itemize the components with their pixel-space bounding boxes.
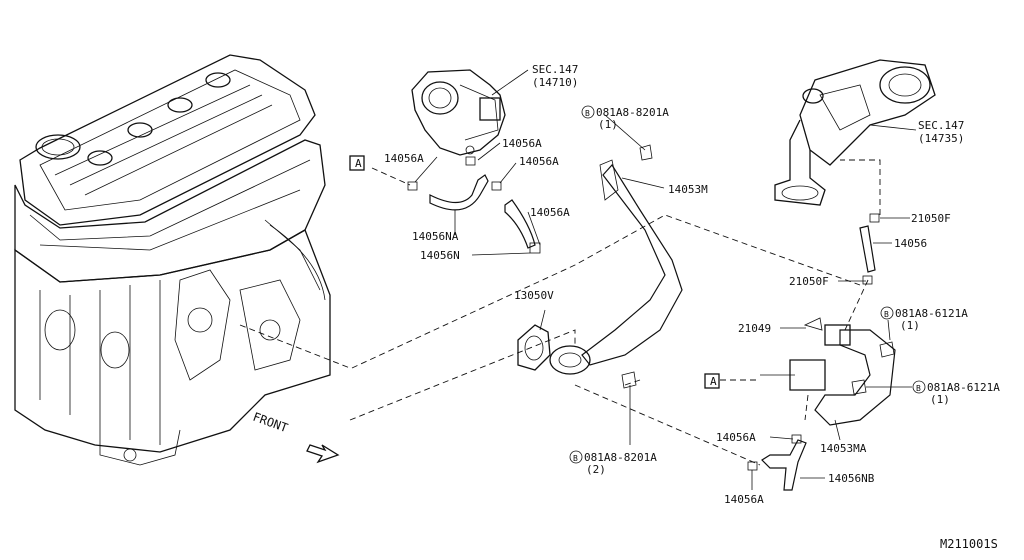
- bolt-prefix: B: [916, 384, 921, 393]
- label-14056a: 14056A: [724, 493, 764, 506]
- label-front: FRONT: [251, 410, 290, 436]
- clamps: [407, 144, 895, 471]
- label-14056a: 14056A: [519, 155, 559, 168]
- bolt-prefix: B: [884, 310, 889, 319]
- label-14056: 14056: [894, 237, 927, 250]
- label-21050f: 21050F: [911, 212, 951, 225]
- label-bolt-right1-qty: (1): [900, 319, 920, 332]
- label-ref-a: A: [710, 375, 717, 388]
- bolt-b-icon: [912, 380, 926, 394]
- ref-box-a-top: [349, 155, 365, 171]
- gasket-13050v: [517, 324, 551, 371]
- leader-lines: [414, 69, 917, 490]
- label-13050v: 13050V: [514, 289, 554, 302]
- label-21049: 21049: [738, 322, 771, 335]
- bolt-b-icon: [581, 105, 595, 119]
- egr-valve-illustration: [774, 59, 936, 206]
- label-ref-a: A: [355, 157, 362, 170]
- label-bolt-right2-qty: (1): [930, 393, 950, 406]
- label-14056n: 14056N: [420, 249, 460, 262]
- bolt-b-icon: [880, 306, 894, 320]
- label-bolt-bottom-code: 081A8-8201A: [584, 451, 657, 464]
- hose-14056n: [504, 199, 541, 254]
- hose-14056na: [429, 174, 489, 211]
- label-14053m: 14053M: [668, 183, 708, 196]
- label-sec147-top-sub: (14710): [532, 76, 578, 89]
- label-14056a: 14056A: [502, 137, 542, 150]
- label-21050f: 21050F: [789, 275, 829, 288]
- part-labels: SEC.147 (14710) B 081A8-8201A (1) 14056A…: [251, 63, 1000, 551]
- label-bolt-top-qty: (1): [598, 118, 618, 131]
- hose-14056nb: [761, 439, 807, 491]
- label-14056a: 14056A: [530, 206, 570, 219]
- throttle-body-illustration: [411, 69, 506, 156]
- label-bolt-right2-code: 081A8-6121A: [927, 381, 1000, 394]
- water-pipe-14053m: [549, 159, 683, 375]
- label-sec147-top: SEC.147: [532, 63, 578, 76]
- engine-block-illustration: [14, 54, 331, 466]
- label-bolt-bottom-qty: (2): [586, 463, 606, 476]
- label-14056a: 14056A: [716, 431, 756, 444]
- label-sec147-right-sub: (14735): [918, 132, 964, 145]
- hose-14056: [859, 225, 876, 273]
- water-pipe-14053ma: [760, 324, 896, 426]
- bolt-b-icon: [569, 450, 583, 464]
- label-sec147-right: SEC.147: [918, 119, 964, 132]
- front-arrow-icon: [306, 444, 340, 464]
- label-bolt-right1-code: 081A8-6121A: [895, 307, 968, 320]
- label-14053ma: 14053MA: [820, 442, 867, 455]
- label-14056na: 14056NA: [412, 230, 459, 243]
- label-14056a: 14056A: [384, 152, 424, 165]
- label-14056nb: 14056NB: [828, 472, 875, 485]
- bolt-prefix: B: [585, 109, 590, 118]
- connection-lines: [239, 159, 881, 466]
- label-bolt-top-code: 081A8-8201A: [596, 106, 669, 119]
- bolt-prefix: B: [573, 454, 578, 463]
- diagram-id: M211001S: [940, 537, 998, 551]
- ref-box-a-bottom: [704, 373, 720, 389]
